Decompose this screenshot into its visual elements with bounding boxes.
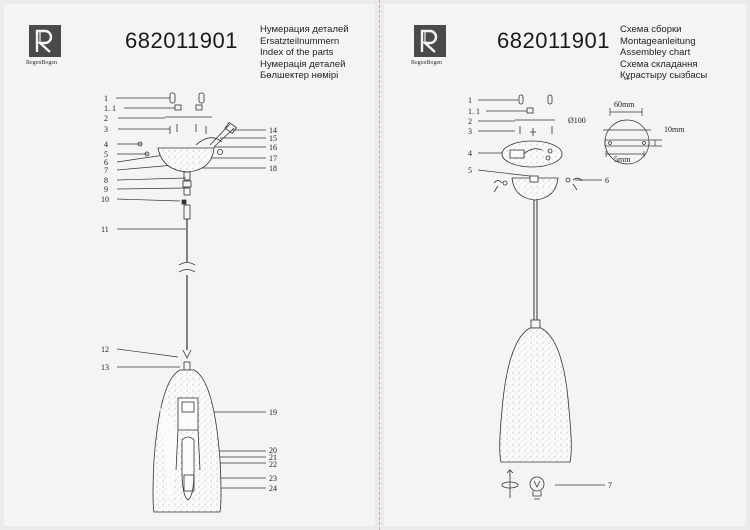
callout: 24: [269, 484, 277, 493]
mounting-screws: [169, 92, 205, 111]
mounting-bracket: [165, 116, 212, 134]
callout: 5: [468, 166, 472, 175]
wiring-detail: [501, 140, 563, 168]
callout: 23: [269, 474, 277, 483]
callout: 3: [104, 125, 108, 134]
callout: 17: [269, 154, 277, 163]
title-ru: Нумерация деталей: [260, 24, 349, 35]
title-en: Assembley chart: [620, 47, 691, 59]
model-number: 682011901: [497, 28, 610, 53]
callout: 11: [101, 225, 109, 234]
regenbogen-logo-icon: [29, 25, 61, 57]
bracket-width-label: 60mm: [614, 100, 635, 109]
callout: 1. 1: [104, 104, 116, 113]
callout: 5: [104, 150, 108, 159]
title-uk: Нумерація деталей: [260, 58, 346, 70]
logo-wordmark: RegenBogen: [26, 60, 57, 66]
title-ru: Схема сборки: [620, 24, 682, 35]
callout: 4: [468, 149, 472, 158]
canopy: [493, 175, 583, 201]
logo-wordmark: RegenBogen: [411, 60, 442, 66]
callout: 1: [468, 96, 472, 105]
callouts-right: 6 7: [605, 176, 612, 490]
assembly-chart-drawing: Ø100 60mm 10mm 5mm 1 1. 1 2 3 4 5 6 7: [468, 94, 685, 500]
callout: 3: [468, 127, 472, 136]
wire-terminal: [195, 121, 237, 148]
callout: 1. 1: [468, 107, 480, 116]
screw-size-label: 5mm: [614, 155, 631, 164]
offset-label: 10mm: [664, 125, 685, 134]
callouts-right: 14 15 16 17 18 19 20 21 22 23 24: [269, 126, 277, 493]
callout: 7: [104, 166, 108, 175]
callout: 6: [605, 176, 609, 185]
canopy-dimension-detail: [603, 108, 662, 165]
callout: 15: [269, 134, 277, 143]
title-en: Index of the parts: [260, 47, 334, 59]
callout: 8: [104, 176, 108, 185]
section-titles: Схема сборки Montageanleitung Assembley …: [620, 24, 707, 82]
callout: 12: [101, 345, 109, 354]
callout: 18: [269, 164, 277, 173]
cord-assembly: [178, 171, 196, 371]
callout: 4: [104, 140, 108, 149]
mounting-screws: [518, 94, 553, 114]
callout: 2: [468, 117, 472, 126]
mounting-bracket: [515, 119, 555, 136]
callout: 22: [269, 460, 277, 469]
callout: 20: [269, 446, 277, 455]
title-de: Ersatzteilnummern: [260, 35, 340, 47]
leader-lines: [477, 99, 605, 486]
regenbogen-logo-icon: [414, 25, 446, 57]
rotate-arrow-icon: [501, 469, 519, 498]
title-de: Montageanleitung: [620, 35, 696, 47]
callout: 6: [104, 158, 108, 167]
cord: [530, 200, 541, 329]
model-number: 682011901: [125, 28, 238, 53]
lamp-shade: [499, 327, 572, 463]
title-kk: Құрастыру сызбасы: [620, 70, 708, 82]
section-titles: Нумерация деталей Ersatzteilnummern Inde…: [260, 24, 349, 82]
canopy-diameter-label: Ø100: [568, 116, 586, 125]
title-uk: Схема складання: [620, 58, 698, 70]
callout: 21: [269, 453, 277, 462]
parts-index-drawing: 1 1. 1 2 3 4 5 6 7 8 9 10 11 12 13 14 15…: [101, 92, 277, 513]
callout: 16: [269, 143, 277, 152]
callout: 2: [104, 114, 108, 123]
callout: 7: [608, 481, 612, 490]
callouts-left: 1 1. 1 2 3 4 5 6 7 8 9 10 11 12 13: [101, 94, 116, 372]
page-fold-line: [379, 0, 381, 530]
callout: 14: [269, 126, 277, 135]
callout: 13: [101, 363, 109, 372]
dimension-labels: Ø100 60mm 10mm 5mm: [568, 100, 685, 164]
bulb-icon: [529, 476, 545, 500]
lamp-shade: [152, 369, 222, 513]
callout: 1: [104, 94, 108, 103]
callout: 10: [101, 195, 109, 204]
title-kk: Бөлшектер нөмірі: [260, 70, 339, 82]
callouts-left: 1 1. 1 2 3 4 5: [468, 96, 480, 175]
callout: 19: [269, 408, 277, 417]
callout: 9: [104, 185, 108, 194]
